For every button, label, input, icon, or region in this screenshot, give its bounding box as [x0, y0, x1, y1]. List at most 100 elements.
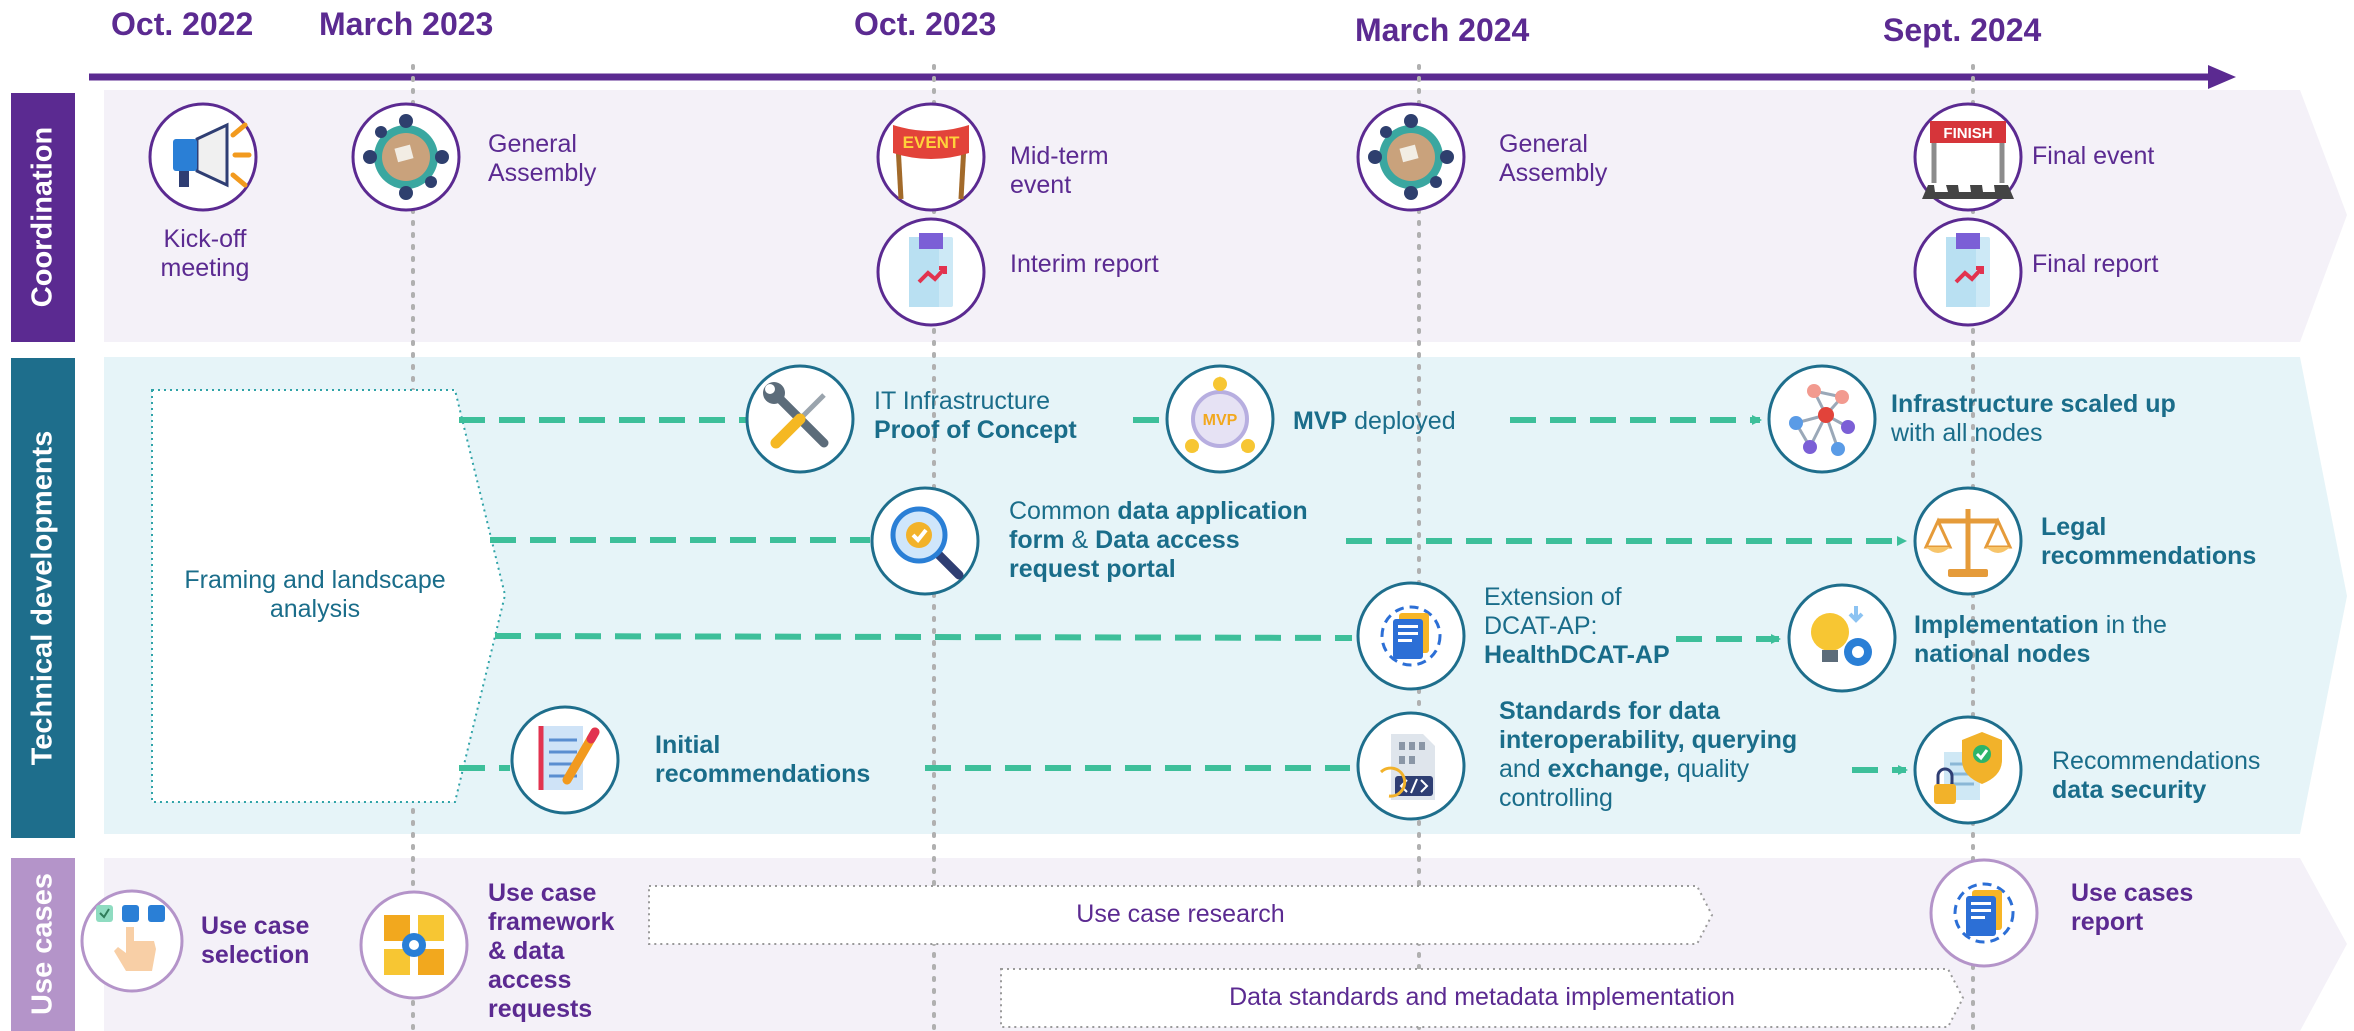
technical-lane-bg [104, 357, 2347, 834]
document-sync-icon [1929, 858, 2039, 968]
common-form-prefix: Common [1009, 497, 1118, 525]
midterm-event-label: Mid-term event [1010, 142, 1109, 200]
date-march-2023: March 2023 [319, 6, 494, 42]
network-nodes-icon [1767, 364, 1877, 474]
data-standards-text: Data standards and metadata implementati… [1229, 983, 1735, 1011]
legal-recommendations-label: Legal recommendations [2041, 513, 2256, 571]
use-cases-lane-label-bg [11, 858, 75, 1031]
shield-lock-icon [1913, 715, 2023, 825]
implementation-label: Implementation in the national nodes [1914, 611, 2167, 669]
common-form-strong2: form [1009, 526, 1065, 554]
framework-line3: & data [488, 937, 565, 965]
common-form-label: Common data application form & Data acce… [1009, 497, 1308, 584]
finish-flag-icon: FINISH [1913, 102, 2023, 212]
interim-report-label: Interim report [1010, 250, 1159, 278]
standards-label: Standards for data interoperability, que… [1499, 697, 1797, 813]
final-report-label: Final report [2032, 250, 2159, 278]
kickoff-label-line1: Kick-off [163, 225, 247, 253]
document-sync-icon [1356, 581, 1466, 691]
it-infra-line1: IT Infrastructure [874, 387, 1050, 415]
use-case-selection-label: Use case selection [201, 912, 309, 970]
initial-recommendations-label: Initial recommendations [655, 731, 870, 789]
date-oct-2023: Oct. 2023 [854, 6, 997, 42]
dcat-line1: Extension of [1484, 583, 1622, 611]
security-line1: Recommendations [2052, 747, 2261, 775]
it-infrastructure-label: IT Infrastructure Proof of Concept [874, 387, 1077, 445]
it-infra-line2: Proof of Concept [874, 416, 1077, 444]
framework-line4: access [488, 966, 572, 994]
meeting-table-icon [351, 102, 461, 212]
arrow-framing-to-dcat [494, 633, 1353, 641]
general-assembly-2-line1: General [1499, 130, 1588, 158]
general-assembly-2-label: General Assembly [1499, 130, 1607, 188]
report-chart-icon [876, 217, 986, 327]
standards-exchange: exchange, [1547, 755, 1670, 783]
mvp-strong: MVP [1293, 407, 1348, 435]
mvp-badge-icon: MVP [1165, 364, 1275, 474]
framework-line5: requests [488, 995, 593, 1023]
dcat-line3: HealthDCAT-AP [1484, 641, 1670, 669]
framework-line1: Use case [488, 879, 597, 907]
dcat-extension-label: Extension of DCAT-AP: HealthDCAT-AP [1484, 583, 1670, 670]
date-oct-2022: Oct. 2022 [111, 6, 254, 42]
initial-line2: recommendations [655, 760, 871, 788]
implementation-strong: Implementation [1914, 611, 2099, 639]
mvp-badge-text: MVP [1203, 412, 1238, 429]
coordination-lane-bg [104, 90, 2347, 342]
legal-line2: recommendations [2041, 542, 2257, 570]
use-cases-report-label: Use cases report [2071, 879, 2193, 937]
implementation-rest: in the [2098, 611, 2167, 639]
implementation-line2: national nodes [1914, 640, 2091, 668]
lane-title-coordination: Coordination [26, 126, 59, 308]
midterm-line1: Mid-term [1010, 142, 1109, 170]
standards-line1: Standards for data [1499, 697, 1720, 725]
magnifier-check-icon [870, 486, 980, 596]
framing-line2: analysis [269, 595, 361, 623]
finish-banner-text: FINISH [1943, 125, 1992, 142]
lightbulb-gear-icon [1787, 583, 1897, 693]
infrastructure-scaled-label: Infrastructure scaled up with all nodes [1891, 390, 2176, 448]
infra-scaled-line2: with all nodes [1891, 419, 2043, 447]
midterm-line2: event [1010, 171, 1072, 199]
selection-line2: selection [201, 941, 310, 969]
standards-quality: quality [1669, 755, 1750, 783]
lane-title-technical: Technical developments [26, 430, 59, 766]
hand-select-icon [80, 889, 184, 993]
dcat-line2: DCAT-AP: [1484, 612, 1598, 640]
standards-line4: controlling [1499, 784, 1613, 812]
initial-line1: Initial [655, 731, 721, 759]
common-form-line3: request portal [1009, 555, 1176, 583]
event-banner-text: EVENT [903, 133, 960, 152]
use-case-framework-label: Use case framework & data access request… [488, 879, 614, 1024]
notebook-pencil-icon [510, 705, 620, 815]
infra-scaled-line1: Infrastructure scaled up [1891, 390, 2176, 418]
report-chart-icon [1913, 217, 2023, 327]
meeting-table-icon [1356, 102, 1466, 212]
general-assembly-1-line2: Assembly [488, 159, 597, 187]
mvp-deployed-label: MVP deployed [1293, 407, 1456, 436]
framing-label: Framing and landscape analysis [155, 566, 475, 624]
date-sept-2024: Sept. 2024 [1883, 12, 2042, 48]
wrench-screwdriver-icon [745, 364, 855, 474]
scales-icon [1913, 486, 2023, 596]
mvp-rest: deployed [1347, 407, 1456, 435]
standards-and: and [1499, 755, 1548, 783]
general-assembly-1-line1: General [488, 130, 577, 158]
legal-line1: Legal [2041, 513, 2107, 541]
timeline-arrowhead [2208, 65, 2236, 89]
puzzle-gear-icon [359, 890, 469, 1000]
uc-report-line2: report [2071, 908, 2144, 936]
data-standards-box [1000, 968, 1965, 1028]
lane-title-use-cases: Use cases [26, 873, 59, 1015]
framing-box [151, 389, 507, 803]
framework-line2: framework [488, 908, 615, 936]
date-march-2024: March 2024 [1355, 12, 1530, 48]
standards-line2: interoperability, querying [1499, 726, 1798, 754]
selection-line1: Use case [201, 912, 310, 940]
kickoff-label-line2: meeting [160, 254, 250, 282]
use-case-research-box [648, 885, 1714, 945]
use-case-research-text: Use case research [1076, 900, 1285, 928]
data-security-label: Recommendations data security [2052, 747, 2260, 805]
